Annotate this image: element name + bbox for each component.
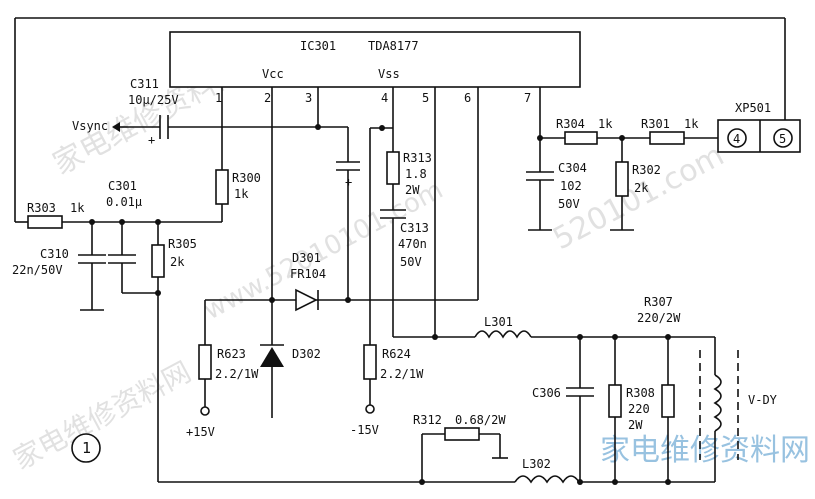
pin-4: 4 [381,91,388,105]
r624-value: 2.2/1W [380,367,424,381]
diagram-number: 1 [82,439,91,457]
l301-label: L301 [484,315,513,329]
r303-value: 1k [70,201,85,215]
r302-value: 2k [634,181,649,195]
ic-pin-vss: Vss [378,67,400,81]
d302 [260,347,284,367]
r300 [215,169,229,205]
l301 [474,330,532,339]
ic-ref: IC301 [300,39,336,53]
r304-value: 1k [598,117,613,131]
c301-label: C301 [108,179,137,193]
vdy-coil [713,374,722,432]
r302 [615,161,629,197]
r301-value: 1k [684,117,699,131]
r303 [27,215,63,229]
c310-label: C310 [40,247,69,261]
ic-pin-vcc: Vcc [262,67,284,81]
pin-7: 7 [524,91,531,105]
d302-label: D302 [292,347,321,361]
c301-value: 0.01μ [106,195,142,209]
watermark-5: 家电维修资料网 [600,433,810,468]
r308-label: R308 [626,386,655,400]
c313-value2: 50V [400,255,422,269]
r305-value: 2k [170,255,185,269]
r313-value2: 2W [405,183,420,197]
c304-value1: 102 [560,179,582,193]
r301 [649,131,685,145]
r623-label: R623 [217,347,246,361]
c311-value: 10μ/25V [128,93,179,107]
r308-value1: 220 [628,402,650,416]
r304-label: R304 [556,117,585,131]
r300-label: R300 [232,171,261,185]
r304 [564,131,598,145]
pin-1: 1 [215,91,222,105]
r308-value2: 2W [628,418,643,432]
c306-label: C306 [532,386,561,400]
diagram-number-circle [71,433,101,463]
plus15-label: +15V [186,425,215,439]
pin-3: 3 [305,91,312,105]
r307 [661,384,675,418]
r312-value: 0.68/2W [455,413,506,427]
xp501-pin4: 4 [733,132,740,146]
r623 [198,344,212,380]
r313-value1: 1.8 [405,167,427,181]
vsync-label: Vsync [72,119,108,133]
vdy-label: V-DY [748,393,778,407]
pin-5: 5 [422,91,429,105]
xp501-pin5: 5 [779,132,786,146]
ic-part: TDA8177 [368,39,419,53]
r302-label: R302 [632,163,661,177]
l302 [514,475,580,484]
r307-label: R307 [644,295,673,309]
r307-value: 220/2W [637,311,681,325]
r623-value: 2.2/1W [215,367,259,381]
c304-label: C304 [558,161,587,175]
r300-value: 1k [234,187,249,201]
d301-value: FR104 [290,267,326,281]
r313 [386,151,400,185]
d301 [295,288,318,312]
c311-label: C311 [130,77,159,91]
xp501-label: XP501 [735,101,771,115]
r624-label: R624 [382,347,411,361]
pin-2: 2 [264,91,271,105]
c304-value2: 50V [558,197,580,211]
c311-plus: + [148,133,155,147]
pin-6: 6 [464,91,471,105]
r312-label: R312 [413,413,442,427]
l302-label: L302 [522,457,551,471]
c310-value: 22n/50V [12,263,63,277]
r305-label: R305 [168,237,197,251]
r308 [608,384,622,418]
minus15-label: -15V [350,423,379,437]
c313-label: C313 [400,221,429,235]
r313-label: R313 [403,151,432,165]
r301-label: R301 [641,117,670,131]
d301-label: D301 [292,251,321,265]
ic-body [169,31,581,88]
r312 [444,427,480,441]
c313-value1: 470n [398,237,427,251]
r303-label: R303 [27,201,56,215]
watermark-3: 家电维修资料网 [8,355,197,476]
r624 [363,344,377,380]
r305 [151,244,165,278]
